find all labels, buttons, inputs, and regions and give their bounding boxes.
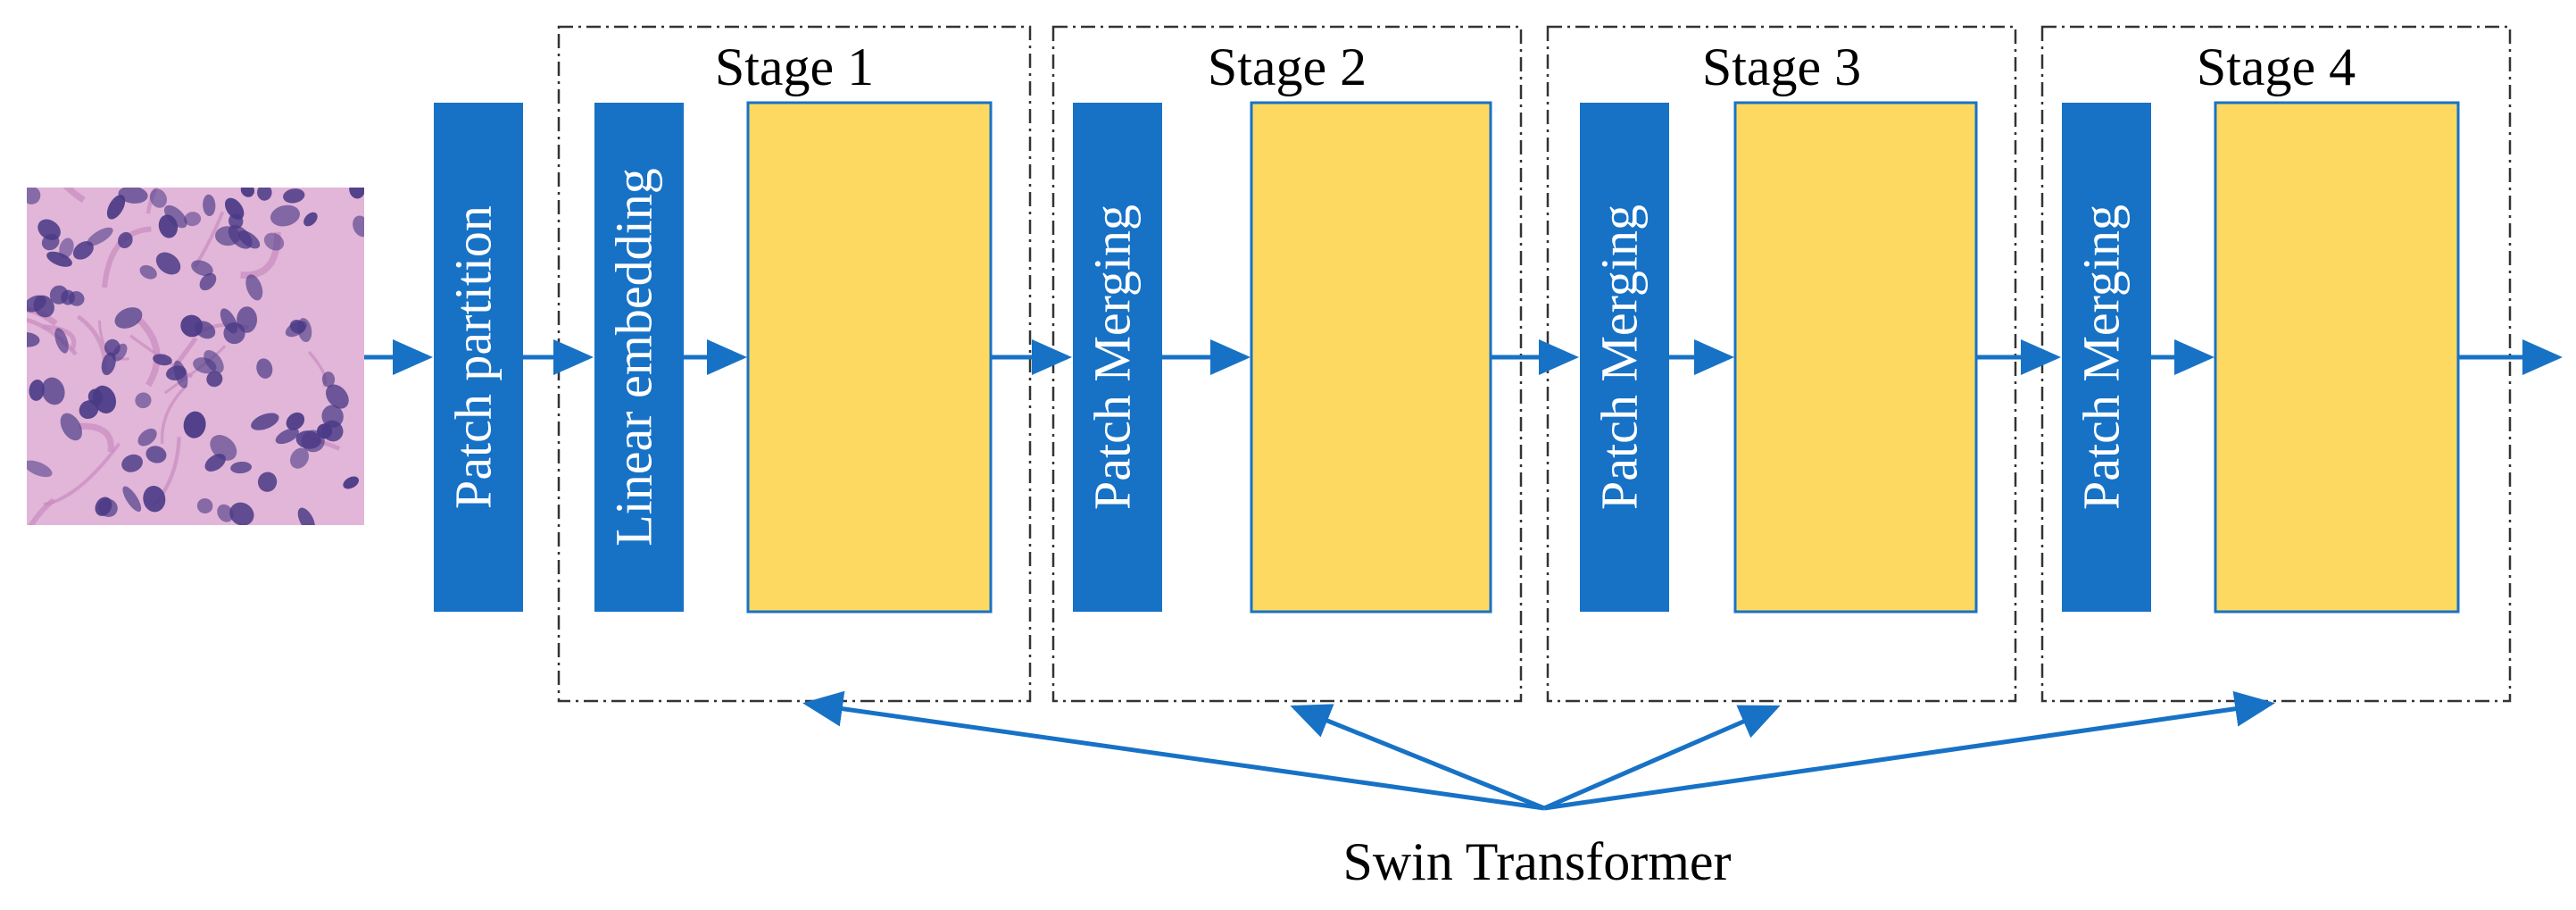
patch-partition-label: Patch partition bbox=[444, 205, 502, 509]
stage-3-transformer-block bbox=[1733, 101, 1978, 614]
swin-arrow-stage-4 bbox=[1543, 690, 2275, 811]
stage-2-transformer-block bbox=[1250, 101, 1492, 614]
stage-1-transformer-block bbox=[746, 101, 993, 614]
swin-transformer-label: Swin Transformer bbox=[1342, 832, 1731, 891]
stage-1-title: Stage 1 bbox=[715, 38, 874, 96]
stage-3-title: Stage 3 bbox=[1702, 38, 1861, 96]
histology-tile-icon bbox=[27, 188, 364, 525]
stage-2-title: Stage 2 bbox=[1208, 38, 1367, 96]
stage-4-patch-merging-label: Patch Merging bbox=[2072, 205, 2130, 510]
linear-embedding-label: Linear embedding bbox=[604, 168, 662, 547]
stage-3-patch-merging-label: Patch Merging bbox=[1590, 205, 1648, 510]
stage-1-box bbox=[557, 25, 1032, 703]
stage-2-patch-merging-label: Patch Merging bbox=[1083, 205, 1141, 510]
stage-4-transformer-block bbox=[2214, 101, 2460, 614]
swin-arrow-stage-2 bbox=[1290, 704, 1545, 811]
patch-partition-block bbox=[434, 103, 523, 612]
linear-embedding-block bbox=[594, 103, 684, 612]
stage-4-patch-merging-block bbox=[2062, 103, 2151, 612]
swin-arrow-stage-1 bbox=[802, 690, 1545, 811]
stage-4-title: Stage 4 bbox=[2197, 38, 2356, 96]
stage-3-patch-merging-block bbox=[1580, 103, 1669, 612]
swin-arrow-stage-3 bbox=[1543, 705, 1781, 811]
stage-2-patch-merging-block bbox=[1073, 103, 1162, 612]
